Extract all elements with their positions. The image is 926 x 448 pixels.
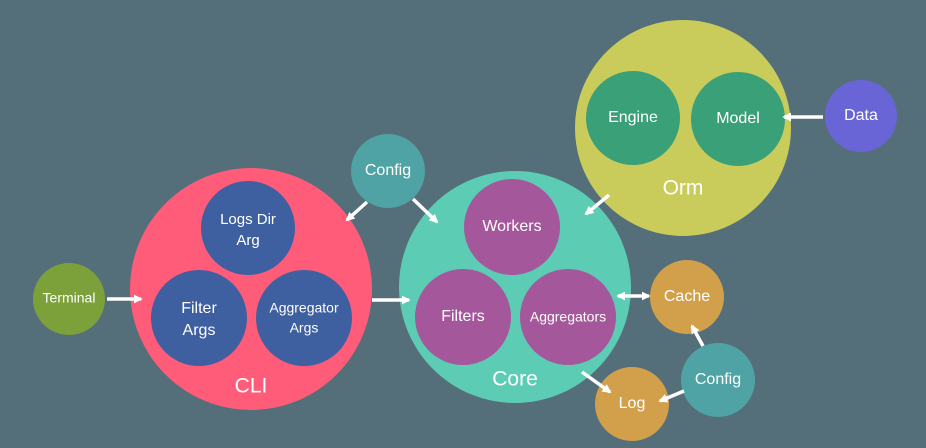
logs-dir-arg-circle xyxy=(201,181,295,275)
workers-label: Workers xyxy=(482,218,541,235)
arrow-config-to-core xyxy=(411,197,439,224)
cache-node: Cache xyxy=(650,260,724,334)
arrow-config-to-cli xyxy=(345,200,369,222)
log-node: Log xyxy=(595,367,669,441)
config-top-label: Config xyxy=(365,162,411,179)
filter-args-node: Filter Args xyxy=(151,270,247,366)
data-node: Data xyxy=(825,80,897,152)
config-bottom-node: Config xyxy=(681,343,755,417)
model-node: Model xyxy=(691,72,785,166)
filter-args-label-line2: Args xyxy=(183,322,216,339)
arrow-orm-to-core xyxy=(584,193,611,216)
aggregator-args-label-line1: Aggregator xyxy=(269,300,339,316)
terminal-circle xyxy=(33,263,105,335)
cli-group-label: CLI xyxy=(235,375,268,398)
terminal-label: Terminal xyxy=(43,290,96,306)
filters-node: Filters xyxy=(415,269,511,365)
aggregator-args-label-line2: Args xyxy=(290,320,319,336)
log-label: Log xyxy=(619,395,646,412)
filters-label: Filters xyxy=(441,308,485,325)
model-label: Model xyxy=(716,110,760,127)
terminal-node: Terminal xyxy=(33,263,105,335)
engine-node: Engine xyxy=(586,71,680,165)
data-circle xyxy=(825,80,897,152)
core-group-label: Core xyxy=(492,368,538,391)
arrows xyxy=(107,112,823,403)
config-bottom-label: Config xyxy=(695,371,741,388)
config-top-node: Config xyxy=(351,134,425,208)
aggregators-node: Aggregators xyxy=(520,269,616,365)
cache-label: Cache xyxy=(664,288,710,305)
aggregator-args-circle xyxy=(256,270,352,366)
arrow-config-to-cache xyxy=(690,324,705,347)
logs-dir-arg-node: Logs Dir Arg xyxy=(201,181,295,275)
filters-circle xyxy=(415,269,511,365)
arrow-core-to-log xyxy=(580,370,612,394)
cache-circle xyxy=(650,260,724,334)
aggregators-label: Aggregators xyxy=(530,309,606,325)
aggregators-circle xyxy=(520,269,616,365)
workers-circle xyxy=(464,179,560,275)
workers-node: Workers xyxy=(464,179,560,275)
config-top-circle xyxy=(351,134,425,208)
log-circle xyxy=(595,367,669,441)
engine-label: Engine xyxy=(608,109,658,126)
orm-group-label: Orm xyxy=(663,177,704,200)
logs-dir-arg-label-line1: Logs Dir xyxy=(220,211,276,228)
aggregator-args-node: Aggregator Args xyxy=(256,270,352,366)
filter-args-circle xyxy=(151,270,247,366)
engine-circle xyxy=(586,71,680,165)
data-label: Data xyxy=(844,107,878,124)
model-circle xyxy=(691,72,785,166)
logs-dir-arg-label-line2: Arg xyxy=(236,232,259,249)
config-bottom-circle xyxy=(681,343,755,417)
filter-args-label-line1: Filter xyxy=(181,300,217,317)
arrow-config-to-log xyxy=(658,389,685,403)
